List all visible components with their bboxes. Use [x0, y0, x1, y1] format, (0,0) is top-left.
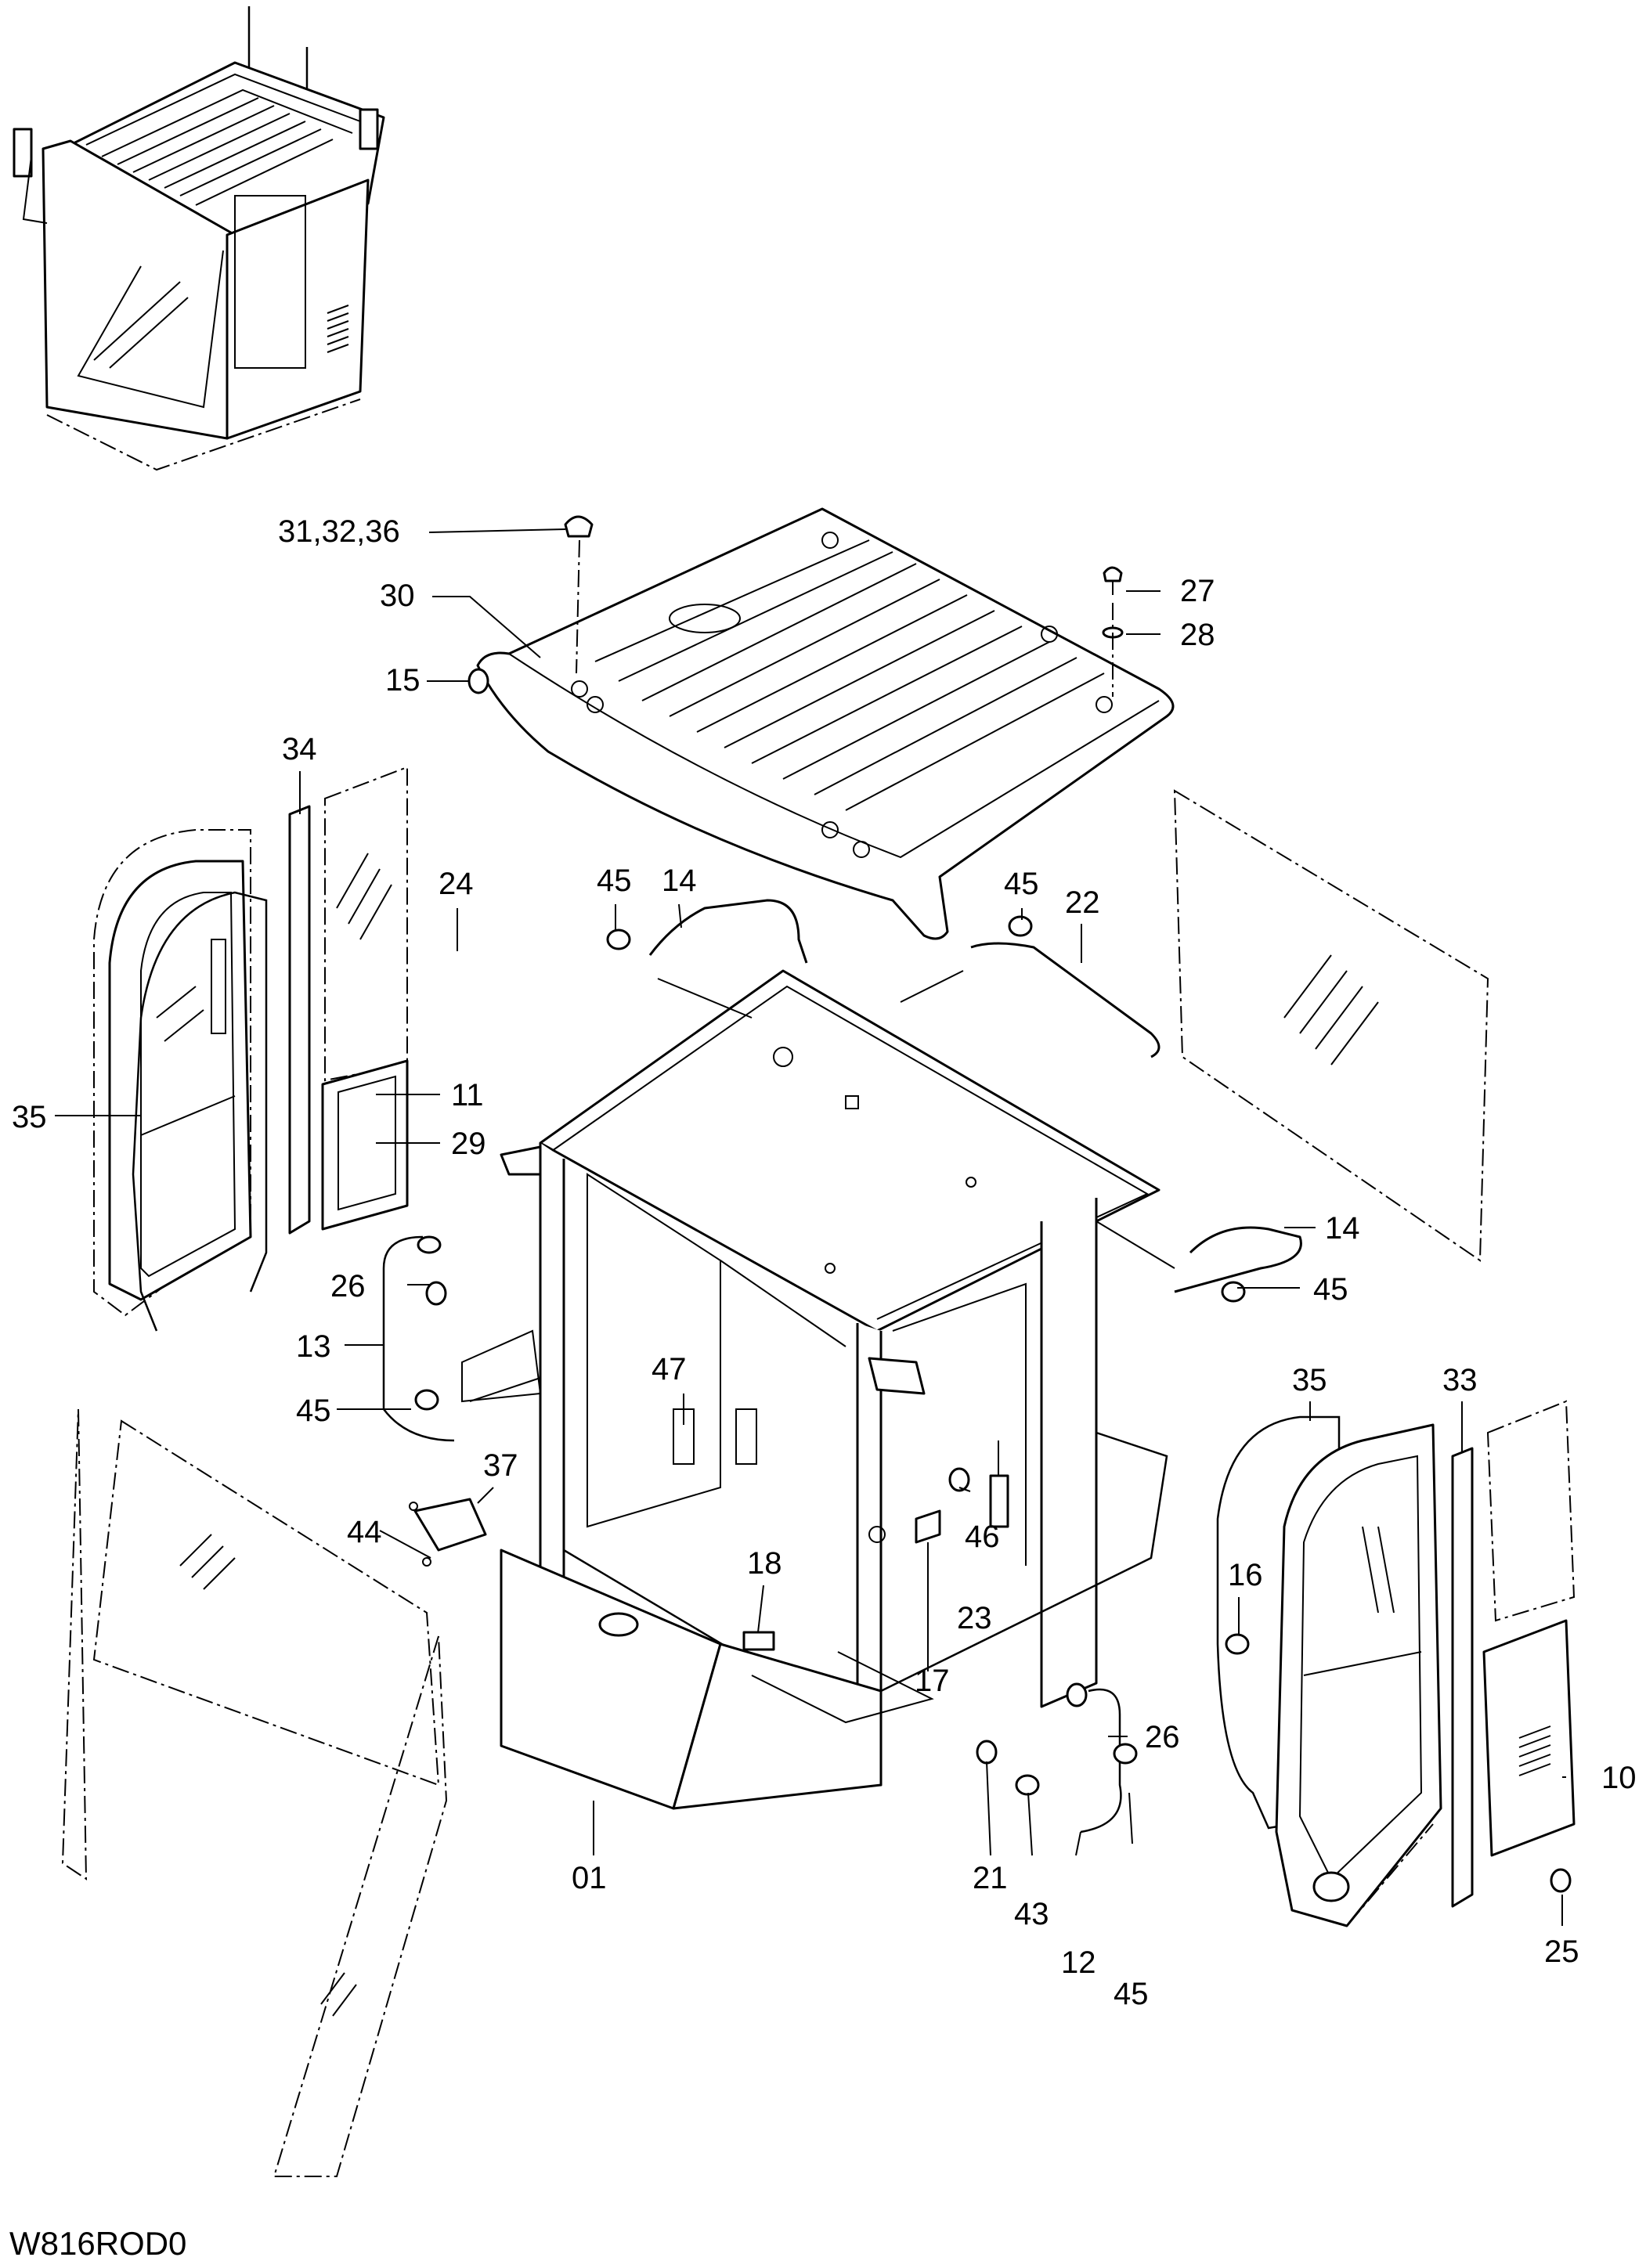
access-panel	[321, 1059, 409, 1231]
callout-13: 13	[296, 1329, 331, 1364]
callout-25: 25	[1544, 1934, 1579, 1969]
leader-lines	[55, 528, 1566, 1926]
callout-37: 37	[483, 1448, 518, 1483]
roof-fasteners	[564, 515, 1124, 697]
callout-35-right-door: 35	[1292, 1363, 1327, 1397]
roof-panel	[467, 507, 1175, 940]
callout-23: 23	[957, 1601, 992, 1635]
callout-14-roof-left: 14	[662, 864, 697, 898]
callout-45-roof-right: 45	[1004, 867, 1039, 901]
right-door	[1216, 1415, 1442, 1927]
left-weatherstrip-and-glass	[288, 766, 408, 1235]
callout-15: 15	[385, 663, 421, 698]
handrails	[606, 899, 1302, 1303]
callout-33: 33	[1442, 1363, 1478, 1397]
callout-10: 10	[1601, 1761, 1637, 1795]
callout-18: 18	[747, 1546, 782, 1581]
callout-43: 43	[1014, 1897, 1049, 1931]
front-windshield-glass	[61, 1408, 448, 2177]
callout-14-right: 14	[1325, 1211, 1360, 1246]
cab-frame	[500, 969, 1168, 1787]
callout-47: 47	[652, 1352, 687, 1386]
callout-34: 34	[282, 732, 317, 766]
callout-29: 29	[451, 1127, 486, 1161]
callout-01: 01	[572, 1861, 607, 1895]
callout-30: 30	[380, 579, 415, 613]
callout-27: 27	[1180, 574, 1215, 608]
right-rear-glass	[1173, 789, 1489, 1262]
callout-45-bottom: 45	[1114, 1977, 1149, 2011]
callout-21: 21	[973, 1861, 1008, 1895]
callout-24: 24	[439, 867, 474, 901]
callout-12: 12	[1061, 1945, 1096, 1980]
callout-35-left-door: 35	[12, 1100, 47, 1134]
callout-11: 11	[451, 1078, 484, 1112]
callout-26-left: 26	[330, 1269, 366, 1303]
callout-17: 17	[915, 1664, 950, 1698]
callout-44: 44	[347, 1515, 382, 1549]
callout-22: 22	[1065, 885, 1100, 920]
left-door	[93, 829, 268, 1332]
callout-labels: 31,32,36 30 15 27 28 34 24 45 14 45 22 3…	[12, 514, 1637, 2011]
floor-mat-outline	[461, 1329, 934, 1724]
callout-46: 46	[965, 1520, 1000, 1554]
right-weatherstrip-and-glass	[1451, 1400, 1576, 1908]
callout-45-roof-left: 45	[597, 864, 632, 898]
callout-31-32-36: 31,32,36	[278, 514, 400, 549]
callout-26-right: 26	[1145, 1720, 1180, 1754]
callout-45-right: 45	[1313, 1272, 1348, 1307]
callout-28: 28	[1180, 618, 1215, 652]
callout-45-left: 45	[296, 1394, 331, 1428]
callout-16: 16	[1228, 1558, 1263, 1592]
side-handles	[382, 1235, 1138, 1834]
drawing-code: W816ROD0	[9, 2225, 186, 2262]
thumbnail-cab-assembly	[13, 6, 385, 471]
cab-lower-front-panel	[500, 1549, 883, 1810]
